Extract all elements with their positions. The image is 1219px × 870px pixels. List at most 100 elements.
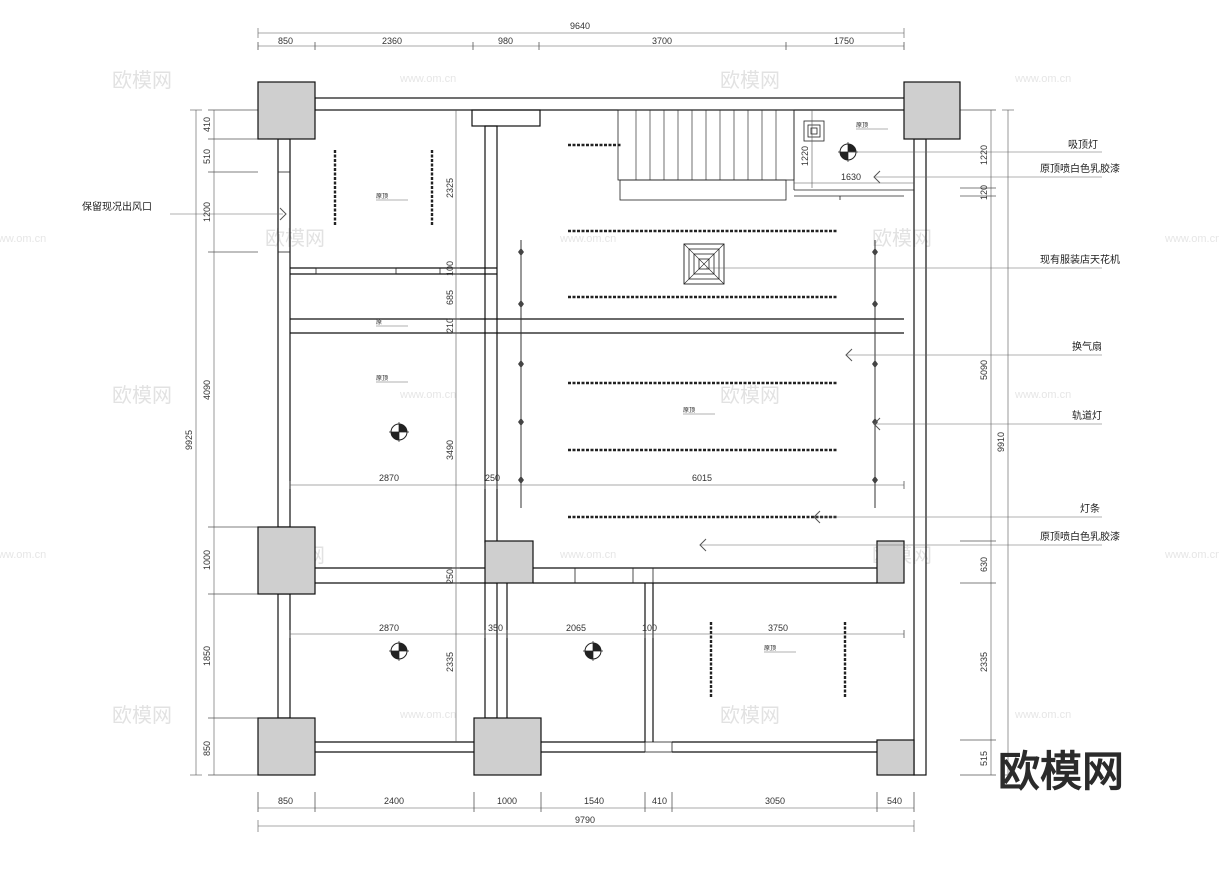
dim-left-seg: 1000 (202, 550, 212, 570)
dim-bottom-seg: 850 (278, 796, 293, 806)
dim-top-seg: 850 (278, 36, 293, 46)
room-tag: 原 (376, 319, 382, 326)
dim-row-middle: 6015 (692, 473, 712, 483)
watermark-logo: 欧模网 (720, 383, 780, 407)
dim-left-seg: 410 (202, 117, 212, 132)
room-tag: 原顶 (856, 122, 868, 129)
ceiling-lights (389, 142, 858, 661)
room-tag: 原顶 (376, 375, 388, 382)
watermark-url: www.om.cn (0, 549, 46, 561)
dim-row-lower: 2065 (566, 623, 586, 633)
dim-interior-v: 685 (445, 290, 455, 305)
watermark-url: www.om.cn (399, 73, 456, 85)
dim-bottom-seg: 1000 (497, 796, 517, 806)
track-lights (518, 240, 878, 508)
ceiling-light-icon (389, 422, 409, 442)
dim-bottom-seg: 3050 (765, 796, 785, 806)
dim-left-total: 9925 (184, 430, 194, 450)
watermark-logo: 欧模网 (265, 226, 325, 250)
watermark-logo: 欧模网 (720, 68, 780, 92)
dim-left-seg: 1200 (202, 202, 212, 222)
watermark-url: www.om.cn (399, 389, 456, 401)
dim-row-lower: 2870 (379, 623, 399, 633)
label-light-strip: 灯条 (1080, 502, 1100, 515)
dim-bottom-seg: 1540 (584, 796, 604, 806)
light-strips (333, 143, 847, 698)
label-left-vent: 保留现况出风口 (82, 200, 152, 213)
dim-right-total: 9910 (996, 432, 1006, 452)
dim-left-seg: 1850 (202, 646, 212, 666)
room-tag: 原顶 (376, 193, 388, 200)
dim-bottom-seg: 540 (887, 796, 902, 806)
dim-top-total: 9640 (570, 21, 590, 31)
dim-right-seg: 2335 (979, 652, 989, 672)
watermark-url: www.om.cn (399, 709, 456, 721)
dim-top-seg: 980 (498, 36, 513, 46)
label-track-light: 轨道灯 (1072, 409, 1102, 422)
top-dimensions: 9640 850 2360 980 3700 1750 (257, 21, 905, 50)
bottom-dimensions: 850 2400 1000 1540 410 3050 540 9790 (257, 792, 915, 832)
dim-right-seg: 5090 (979, 360, 989, 380)
label-ceiling-light: 吸顶灯 (1068, 139, 1098, 151)
watermark-url: www.om.cn (1164, 233, 1219, 245)
watermark-url: www.om.cn (1164, 549, 1219, 561)
dim-interior-v: 2335 (445, 652, 455, 672)
dim-left-seg: 510 (202, 149, 212, 164)
dim-interior-v: 100 (445, 261, 455, 276)
watermark-logo: 欧模网 (720, 703, 780, 727)
dim-interior-v: 210 (445, 318, 455, 333)
callout-leaders (170, 151, 1102, 552)
left-dimensions: 9925 410 510 1200 4090 1000 1850 850 (184, 109, 258, 776)
exhaust-fan-icon (803, 120, 825, 142)
dim-right-seg: 515 (979, 751, 989, 766)
dim-interior-v: 3490 (445, 440, 455, 460)
callout-labels: 保留现况出风口 吸顶灯 原顶喷白色乳胶漆 现有服装店天花机 换气扇 轨道灯 灯条… (82, 139, 1120, 543)
watermark-url: www.om.cn (0, 233, 46, 245)
dim-bottom-seg: 410 (652, 796, 667, 806)
interior-dimensions: 2325 100 685 210 3490 250 2335 2870 250 … (289, 110, 914, 742)
corner-watermark-logo: 欧模网 (998, 747, 1124, 796)
dim-interior-v: 250 (445, 569, 455, 584)
watermark-url: www.om.cn (559, 549, 616, 561)
dim-top-seg: 1750 (834, 36, 854, 46)
dim-bottom-seg: 2400 (384, 796, 404, 806)
dim-right-seg: 630 (979, 557, 989, 572)
watermark-logo: 欧模网 (112, 383, 172, 407)
watermark-logo: 欧模网 (112, 68, 172, 92)
room-tag: 原顶 (683, 407, 695, 414)
dim-light-box-w: 1630 (841, 172, 861, 182)
dim-bottom-total: 9790 (575, 815, 595, 825)
watermark-url: www.om.cn (1014, 73, 1071, 85)
watermark-url: www.om.cn (1014, 709, 1071, 721)
watermark-url: www.om.cn (1014, 389, 1071, 401)
watermark-url: www.om.cn (559, 233, 616, 245)
columns (257, 81, 961, 776)
dim-row-lower: 100 (642, 623, 657, 633)
right-dimensions: 1220 120 5090 630 2335 515 9910 (960, 109, 1014, 776)
dim-light-box-h: 1220 (800, 146, 810, 166)
dim-left-seg: 850 (202, 741, 212, 756)
dim-top-seg: 3700 (652, 36, 672, 46)
dim-interior-v: 2325 (445, 178, 455, 198)
dim-left-seg: 4090 (202, 380, 212, 400)
dim-row-middle: 2870 (379, 473, 399, 483)
ceiling-light-icon (389, 641, 409, 661)
watermark-logo: 欧模网 (112, 703, 172, 727)
watermark-layer: 欧模网 欧模网 欧模网 欧模网 欧模网 欧模网 欧模网 欧模网 欧模网 欧模网 … (0, 68, 1219, 727)
room-tag: 原顶 (764, 645, 776, 652)
ceiling-ac-unit-icon (683, 243, 725, 285)
room-tags: 原顶 原顶 原 原顶 原顶 原顶 (376, 122, 888, 653)
label-paint-top: 原顶喷白色乳胶漆 (1040, 162, 1120, 175)
dim-row-lower: 3750 (768, 623, 788, 633)
dim-row-middle: 250 (485, 473, 500, 483)
dim-right-seg: 120 (979, 185, 989, 200)
ceiling-light-icon (583, 641, 603, 661)
dim-top-seg: 2360 (382, 36, 402, 46)
label-exhaust-fan: 换气扇 (1072, 340, 1102, 353)
label-paint-bottom: 原顶喷白色乳胶漆 (1040, 530, 1120, 543)
dim-right-seg: 1220 (979, 145, 989, 165)
dim-row-lower: 350 (488, 623, 503, 633)
label-existing-ceiling: 现有服装店天花机 (1040, 253, 1120, 266)
watermark-logo: 欧模网 (872, 226, 932, 250)
